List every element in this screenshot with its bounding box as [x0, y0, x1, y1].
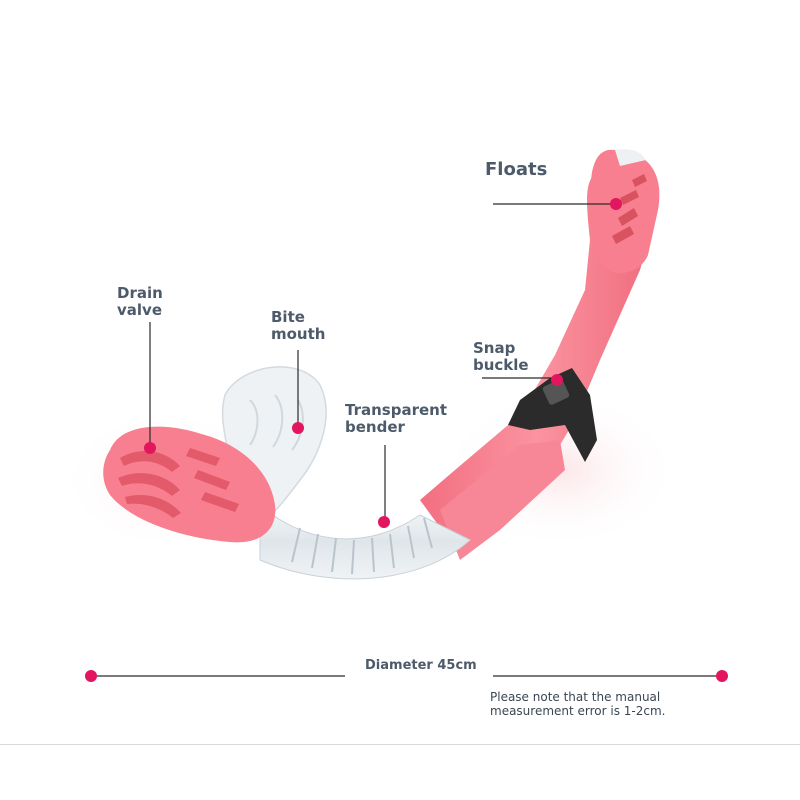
label-floats: Floats: [485, 159, 548, 180]
label-snap-buckle: Snap buckle: [473, 339, 529, 374]
label-measurement-note: Please note that the manual measurement …: [490, 690, 666, 718]
dot-bite-mouth: [292, 422, 304, 434]
snorkel-float-top: [590, 149, 660, 274]
snorkel-upper-tube: [420, 167, 656, 548]
dot-drain-valve: [144, 442, 156, 454]
bender-ribs: [291, 517, 433, 575]
bottom-divider: [0, 744, 800, 745]
dot-snap-buckle: [551, 374, 563, 386]
label-bite-mouth: Bite mouth: [271, 308, 326, 343]
dot-diameter-left: [85, 670, 97, 682]
dot-floats: [610, 198, 622, 210]
label-transparent-bender: Transparent bender: [345, 401, 447, 436]
snorkel-lower-tube: [440, 440, 565, 560]
marker-dots: [85, 198, 728, 682]
drain-valve-slots: [118, 448, 239, 518]
leader-lines: [92, 203, 722, 677]
label-drain-valve: Drain valve: [117, 284, 163, 319]
float-slots: [612, 174, 647, 244]
dot-transparent-bender: [378, 516, 390, 528]
dot-diameter-right: [716, 670, 728, 682]
label-diameter: Diameter 45cm: [365, 658, 477, 673]
snap-buckle-shape: [508, 368, 597, 462]
